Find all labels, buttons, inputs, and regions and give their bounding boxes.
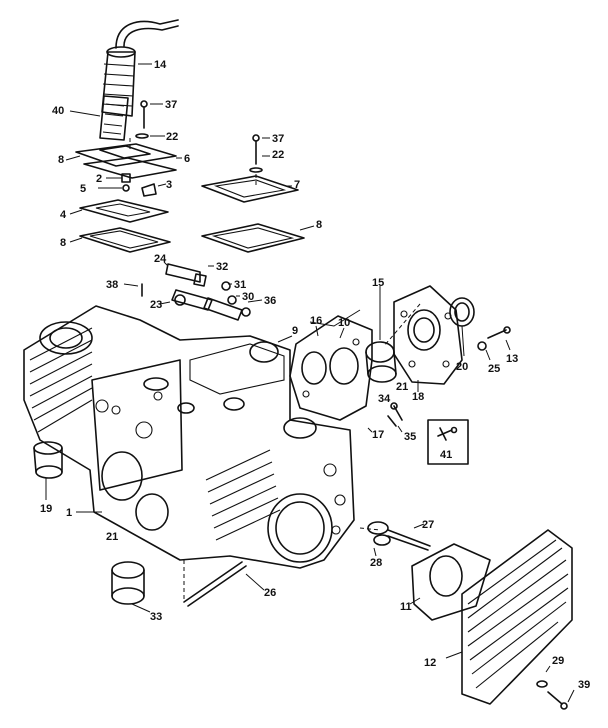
callout-32: 32 bbox=[216, 261, 228, 273]
callout-20: 20 bbox=[456, 361, 468, 373]
crankcase-block bbox=[23, 305, 355, 569]
valve-parts bbox=[98, 173, 167, 197]
callout-31: 31 bbox=[234, 279, 246, 291]
bearing-19 bbox=[33, 441, 63, 500]
callout-8-a: 8 bbox=[58, 154, 64, 166]
callout-10: 10 bbox=[338, 317, 350, 329]
callout-7: 7 bbox=[294, 179, 300, 191]
bearing-cover-18 bbox=[393, 285, 463, 392]
gasket-8-b bbox=[69, 227, 171, 253]
screw-37-upper bbox=[135, 100, 165, 139]
callout-2: 2 bbox=[96, 173, 102, 185]
callout-34: 34 bbox=[378, 393, 391, 405]
callout-39: 39 bbox=[578, 679, 590, 691]
callout-8-c: 8 bbox=[316, 219, 322, 231]
callout-13: 13 bbox=[506, 353, 518, 365]
callout-14: 14 bbox=[154, 59, 167, 71]
callout-24: 24 bbox=[154, 253, 167, 265]
valve-train bbox=[123, 261, 263, 321]
callout-12: 12 bbox=[424, 657, 436, 669]
callout-40: 40 bbox=[52, 105, 64, 117]
callout-37-upper: 37 bbox=[165, 99, 177, 111]
head-screws bbox=[536, 665, 575, 710]
assembly-lines bbox=[129, 138, 421, 600]
callout-9: 9 bbox=[292, 325, 298, 337]
callout-26: 26 bbox=[264, 587, 276, 599]
gasket-8-c bbox=[201, 223, 315, 253]
callout-15: 15 bbox=[372, 277, 384, 289]
callout-25: 25 bbox=[488, 363, 500, 375]
callout-6: 6 bbox=[184, 153, 190, 165]
callout-33: 33 bbox=[150, 611, 162, 623]
callout-19: 19 bbox=[40, 503, 52, 515]
callout-18: 18 bbox=[412, 391, 424, 403]
callout-23: 23 bbox=[150, 299, 162, 311]
breather-cover bbox=[65, 143, 182, 167]
callout-37-right: 37 bbox=[272, 133, 284, 145]
part-41-box bbox=[427, 419, 469, 465]
callout-27: 27 bbox=[422, 519, 434, 531]
screw-37-right bbox=[249, 134, 270, 173]
gasket-8-a bbox=[83, 157, 177, 179]
callout-36: 36 bbox=[264, 295, 276, 307]
callout-17: 17 bbox=[372, 429, 384, 441]
callout-21-right: 21 bbox=[396, 381, 408, 393]
cover-plate-4 bbox=[69, 199, 169, 223]
valves bbox=[367, 521, 431, 557]
callout-38: 38 bbox=[106, 279, 118, 291]
callout-21-left: 21 bbox=[106, 531, 118, 543]
bearing-plate-17 bbox=[289, 309, 373, 433]
callout-8-b: 8 bbox=[60, 237, 66, 249]
callout-1: 1 bbox=[66, 507, 72, 519]
oil-seal-20 bbox=[449, 297, 475, 357]
callout-28: 28 bbox=[370, 557, 382, 569]
gasket-9 bbox=[249, 335, 293, 363]
callout-11: 11 bbox=[400, 601, 412, 613]
callout-3: 3 bbox=[166, 179, 172, 191]
callout-29: 29 bbox=[552, 655, 564, 667]
callout-16: 16 bbox=[310, 315, 322, 327]
callout-labels: 14 40 37 22 37 22 8 6 2 5 3 7 4 8 8 24 3… bbox=[40, 59, 590, 691]
fasteners-right bbox=[387, 326, 511, 433]
callout-35: 35 bbox=[404, 431, 416, 443]
callout-22-right: 22 bbox=[272, 149, 284, 161]
callout-30: 30 bbox=[242, 291, 254, 303]
oil-seal-33 bbox=[111, 561, 151, 613]
callout-41: 41 bbox=[440, 449, 452, 461]
cylinder-head-12 bbox=[445, 529, 573, 705]
callout-4: 4 bbox=[60, 209, 67, 221]
breather-element bbox=[69, 95, 129, 141]
breather-tube bbox=[101, 19, 179, 117]
gasket-7 bbox=[201, 175, 299, 203]
head-gasket-11 bbox=[409, 543, 491, 621]
dipstick-tube-26 bbox=[183, 561, 265, 607]
callout-5: 5 bbox=[80, 183, 86, 195]
callout-22-upper: 22 bbox=[166, 131, 178, 143]
